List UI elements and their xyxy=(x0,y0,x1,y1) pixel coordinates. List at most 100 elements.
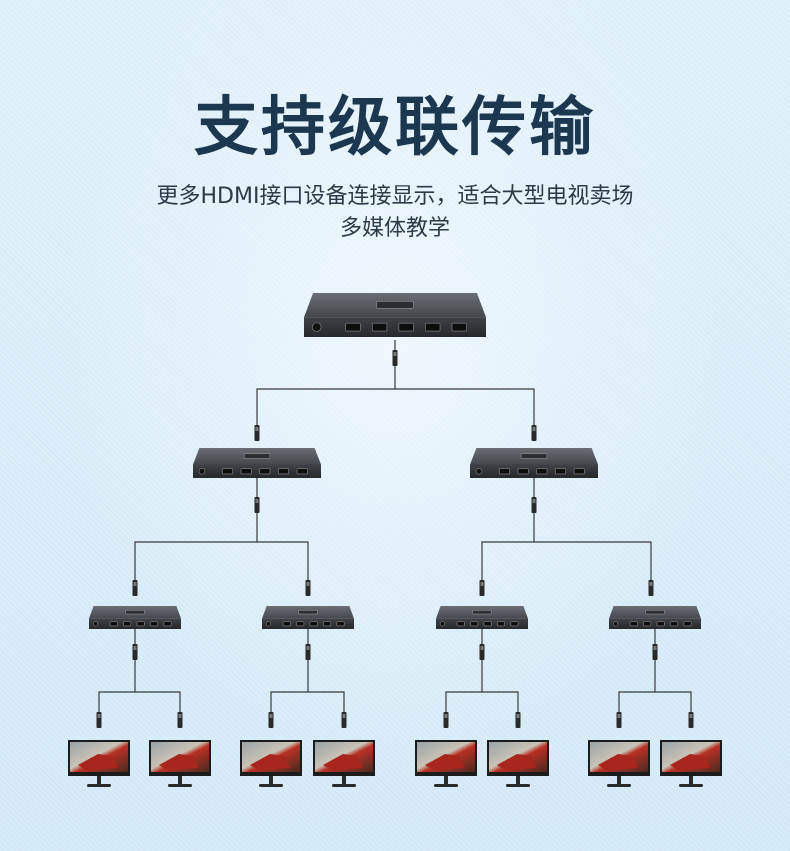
plug-highlight xyxy=(689,714,693,718)
plug-highlight xyxy=(444,714,448,718)
plug-highlight xyxy=(617,714,621,718)
hdmi-port xyxy=(240,468,252,475)
hdmi-port xyxy=(336,621,345,627)
monitor-base xyxy=(168,784,192,787)
device-front xyxy=(262,618,354,629)
hdmi-port xyxy=(259,468,271,475)
monitor-base xyxy=(506,784,530,787)
cable-line xyxy=(308,691,345,712)
plug-highlight xyxy=(516,714,520,718)
monitor-base xyxy=(332,784,356,787)
plug-highlight xyxy=(532,427,536,431)
hdmi-port xyxy=(451,322,467,332)
device-front xyxy=(609,618,701,629)
dc-power-port xyxy=(198,467,206,475)
page-title: 支持级联传输 xyxy=(194,91,596,165)
device-front xyxy=(89,618,181,629)
hdmi-port xyxy=(456,621,465,627)
level3-splitter-3 xyxy=(436,606,528,629)
device-front xyxy=(304,317,486,337)
dc-power-port xyxy=(92,621,99,627)
hdmi-port xyxy=(150,621,159,627)
plug-highlight xyxy=(306,646,310,650)
monitor-1 xyxy=(68,740,130,787)
hdmi-port xyxy=(345,322,361,332)
monitor-neck xyxy=(689,776,693,784)
plug-highlight xyxy=(480,646,484,650)
plug-highlight xyxy=(97,714,101,718)
level3-splitter-4 xyxy=(609,606,701,629)
device-logo-plate xyxy=(125,610,145,615)
device-logo-plate xyxy=(645,610,665,615)
hdmi-port xyxy=(656,621,665,627)
hdmi-port xyxy=(309,621,318,627)
monitor-7 xyxy=(588,740,650,787)
hdmi-port xyxy=(573,468,585,475)
hdmi-port xyxy=(136,621,145,627)
subtitle-line-1: 更多HDMI接口设备连接显示，适合大型电视卖场 xyxy=(156,184,634,209)
hdmi-port xyxy=(629,621,638,627)
subtitle: 更多HDMI接口设备连接显示，适合大型电视卖场 多媒体教学 xyxy=(0,181,790,245)
cable-line xyxy=(655,691,692,712)
monitor-neck xyxy=(97,776,101,784)
monitor-neck xyxy=(516,776,520,784)
splitter-devices xyxy=(89,293,701,629)
device-logo-plate xyxy=(376,301,414,309)
truck-image xyxy=(497,754,537,770)
cable-line xyxy=(98,660,136,712)
truck-image xyxy=(250,754,290,770)
monitors xyxy=(68,740,722,787)
plug-highlight xyxy=(306,582,310,586)
monitor-5 xyxy=(415,740,477,787)
truck-image xyxy=(323,754,363,770)
hdmi-port xyxy=(683,621,692,627)
monitor-neck xyxy=(342,776,346,784)
cable-line xyxy=(445,660,483,712)
cable-line xyxy=(257,541,309,580)
monitor-4 xyxy=(313,740,375,787)
truck-image xyxy=(78,754,118,770)
level3-splitter-2 xyxy=(262,606,354,629)
hdmi-port xyxy=(296,468,308,475)
plug-highlight xyxy=(342,714,346,718)
monitor-base xyxy=(259,784,283,787)
monitor-neck xyxy=(269,776,273,784)
dc-power-port xyxy=(612,621,619,627)
hdmi-port xyxy=(536,468,548,475)
dc-power-port xyxy=(439,621,446,627)
monitor-6 xyxy=(487,740,549,787)
dc-power-port xyxy=(312,322,322,332)
hdmi-port xyxy=(371,322,388,332)
device-logo-plate xyxy=(520,453,548,459)
hdmi-port xyxy=(497,621,506,627)
cable-line xyxy=(482,691,519,712)
hdmi-port xyxy=(323,621,332,627)
plug-highlight xyxy=(480,582,484,586)
monitor-neck xyxy=(444,776,448,784)
plug-highlight xyxy=(269,714,273,718)
plug-highlight xyxy=(178,714,182,718)
truck-image xyxy=(670,754,710,770)
monitor-neck xyxy=(617,776,621,784)
hdmi-port xyxy=(282,621,291,627)
cable-line xyxy=(618,660,656,712)
plug-highlight xyxy=(653,646,657,650)
device-logo-plate xyxy=(298,610,318,615)
monitor-base xyxy=(434,784,458,787)
cable-line xyxy=(481,513,535,580)
cable-line xyxy=(134,513,258,580)
device-front xyxy=(470,464,598,478)
plug-highlight xyxy=(393,352,397,356)
plug-highlight xyxy=(255,499,259,503)
hdmi-port xyxy=(398,322,414,332)
hdmi-port xyxy=(278,468,289,475)
cable-line xyxy=(270,660,309,712)
device-front xyxy=(193,464,321,478)
hdmi-port xyxy=(483,621,492,627)
monitor-8 xyxy=(660,740,722,787)
cable-line xyxy=(256,366,396,425)
hdmi-port xyxy=(470,621,479,627)
hdmi-port xyxy=(555,468,566,475)
dc-power-port xyxy=(475,467,483,475)
